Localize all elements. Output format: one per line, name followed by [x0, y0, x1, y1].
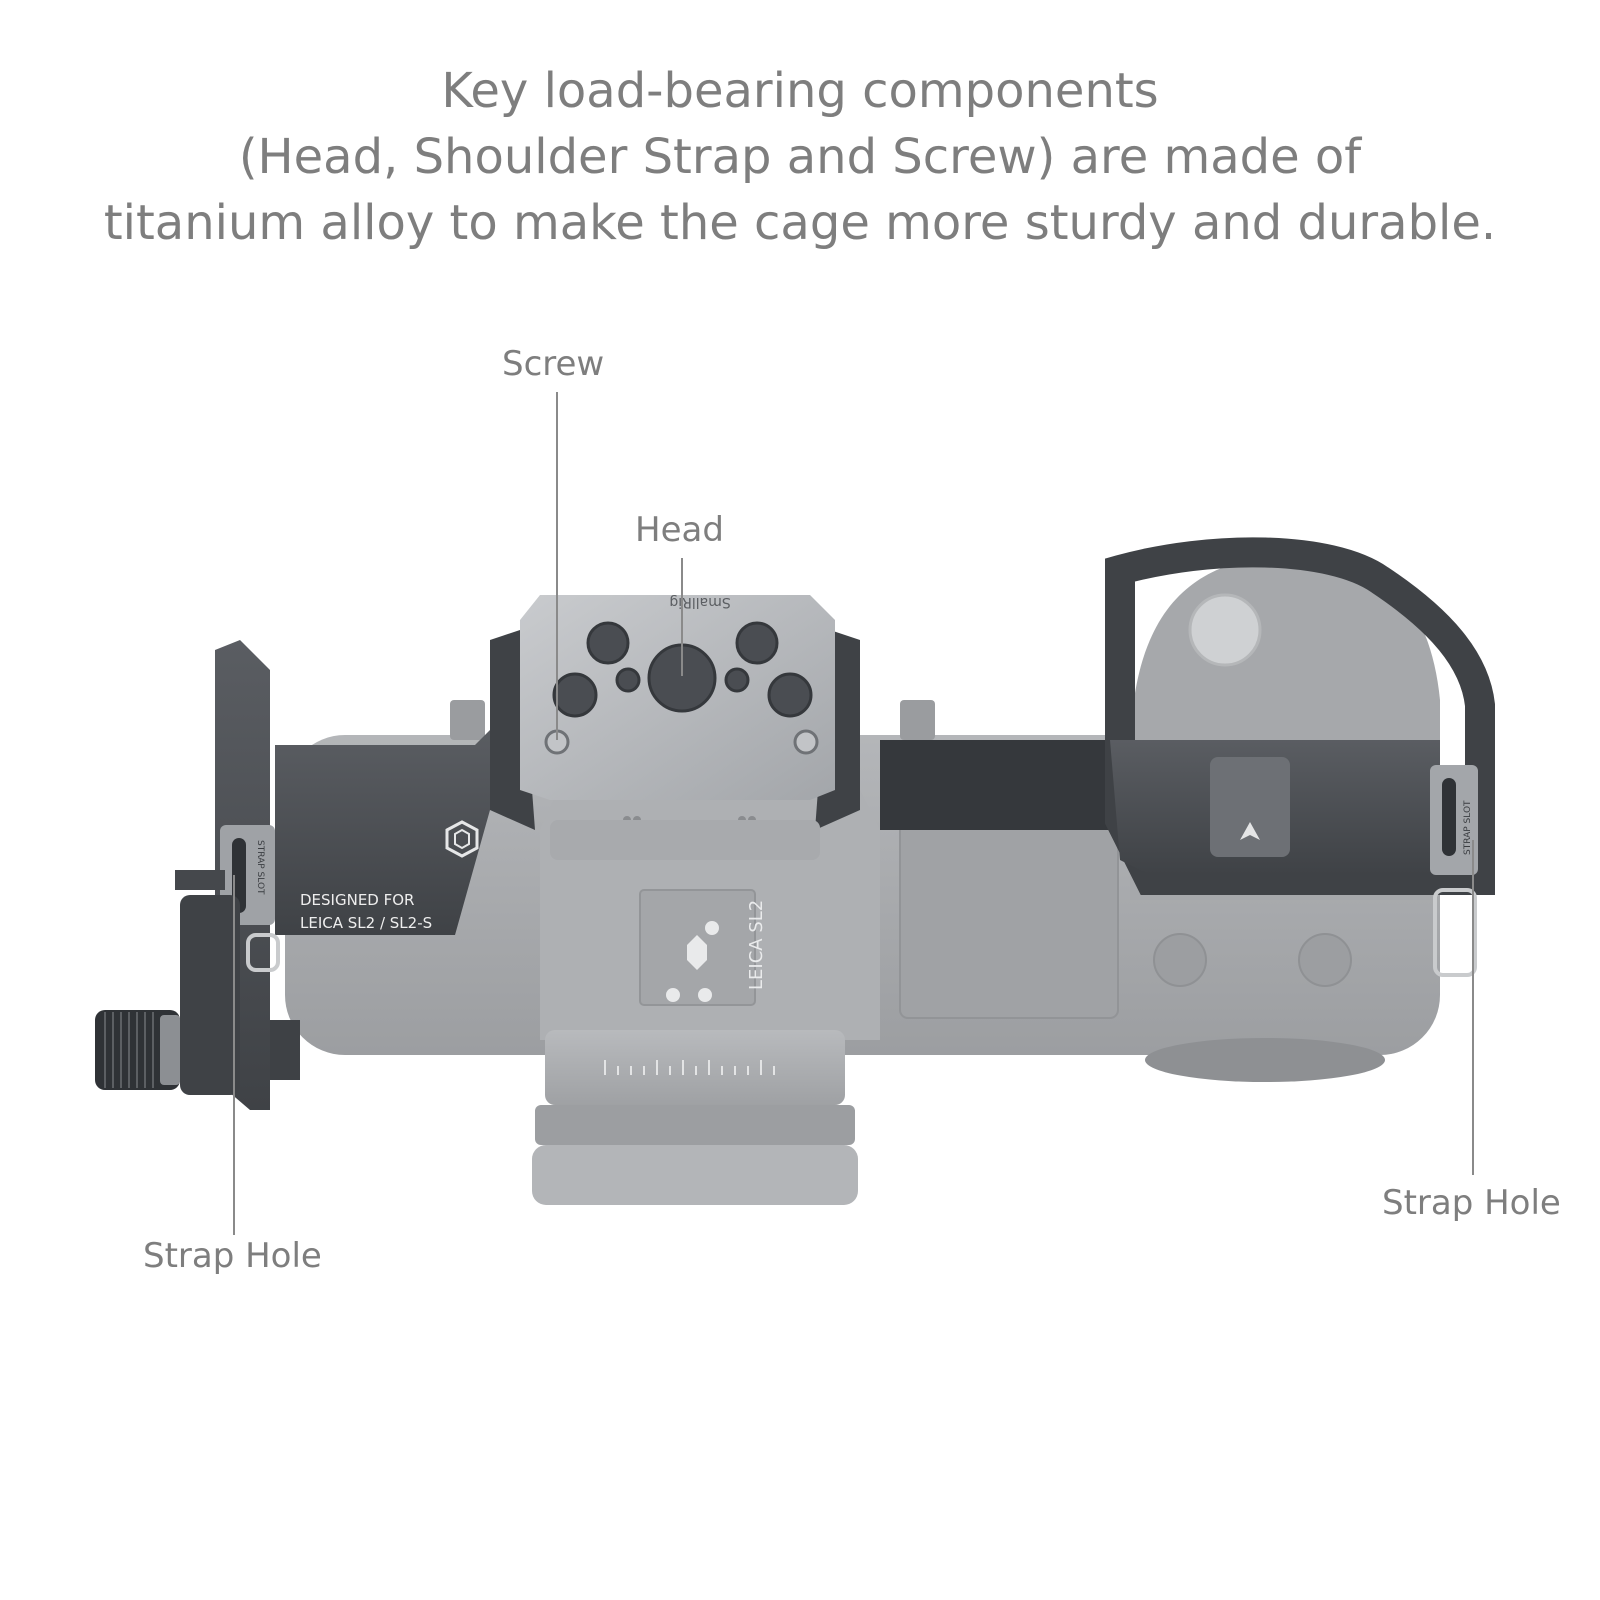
cage-top-head: SmallRig: [490, 594, 860, 860]
headline: Key load-bearing components (Head, Shoul…: [0, 58, 1600, 256]
head-callout-label: Head: [635, 510, 724, 550]
lens-scale-ticks: [604, 1060, 775, 1075]
screw-right: [793, 729, 819, 755]
brand-engraving: SmallRig: [669, 594, 730, 610]
right-strap-slot-label: STRAP SLOT: [1463, 800, 1473, 855]
cage-right-handle: STRAP SLOT: [880, 537, 1495, 977]
right-strap-slot: [1442, 778, 1456, 856]
knurled-knob: [95, 1010, 180, 1090]
headline-line-2: (Head, Shoulder Strap and Screw) are mad…: [238, 129, 1362, 185]
strap-hole-left-label: Strap Hole: [143, 1236, 322, 1276]
designed-for-line-1: DESIGNED FOR: [300, 891, 414, 909]
mounting-holes: [552, 621, 813, 718]
left-strap-slot: [232, 838, 246, 913]
screw-callout-label: Screw: [502, 344, 605, 384]
left-strap-slot-label: STRAP SLOT: [255, 840, 265, 895]
designed-for-line-2: LEICA SL2 / SL2-S: [300, 914, 432, 932]
strap-hole-right-label: Strap Hole: [1382, 1183, 1561, 1223]
lens: [532, 1030, 858, 1205]
leader-lines: [233, 392, 1474, 1235]
headline-line-3: titanium alloy to make the cage more stu…: [103, 195, 1497, 251]
headline-line-1: Key load-bearing components: [441, 63, 1159, 119]
camera-model-marking: LEICA SL2: [746, 900, 767, 990]
